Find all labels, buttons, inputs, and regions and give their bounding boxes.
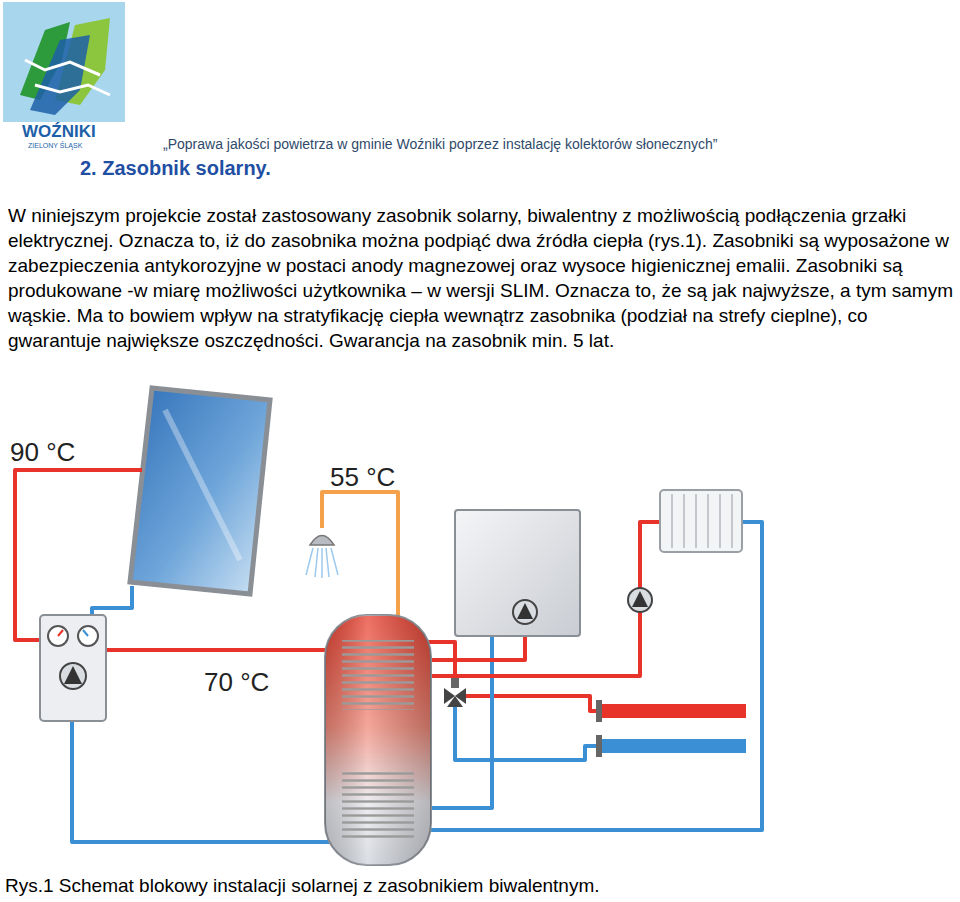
header-line: „Poprawa jakości powietrza w gminie Woźn… <box>163 136 718 153</box>
storage-tank <box>325 615 431 865</box>
temperature-label: 70 °C <box>204 667 269 698</box>
temperature-label: 90 °C <box>10 437 75 468</box>
mixing-valve <box>444 678 466 707</box>
figure-caption: Rys.1 Schemat blokowy instalacji solarne… <box>5 874 600 897</box>
shower-head <box>306 536 338 579</box>
radiator <box>660 490 742 552</box>
temperature-label: 55 °C <box>330 462 395 493</box>
circulation-pumps <box>513 588 652 624</box>
logo-slogan: ZIELONY ŚLĄSK <box>28 142 82 150</box>
floor-heating <box>596 700 746 757</box>
pump-station <box>40 615 106 721</box>
panel-glare <box>165 410 240 560</box>
section-heading: 2. Zasobnik solarny. <box>80 156 271 180</box>
logo <box>3 2 125 150</box>
logo-name: WOŹNIKI <box>22 122 96 142</box>
pipes <box>15 470 762 842</box>
body-paragraph: W niniejszym projekcie został zastosowan… <box>8 203 956 353</box>
solar-collector <box>130 388 270 594</box>
boiler <box>455 510 580 636</box>
